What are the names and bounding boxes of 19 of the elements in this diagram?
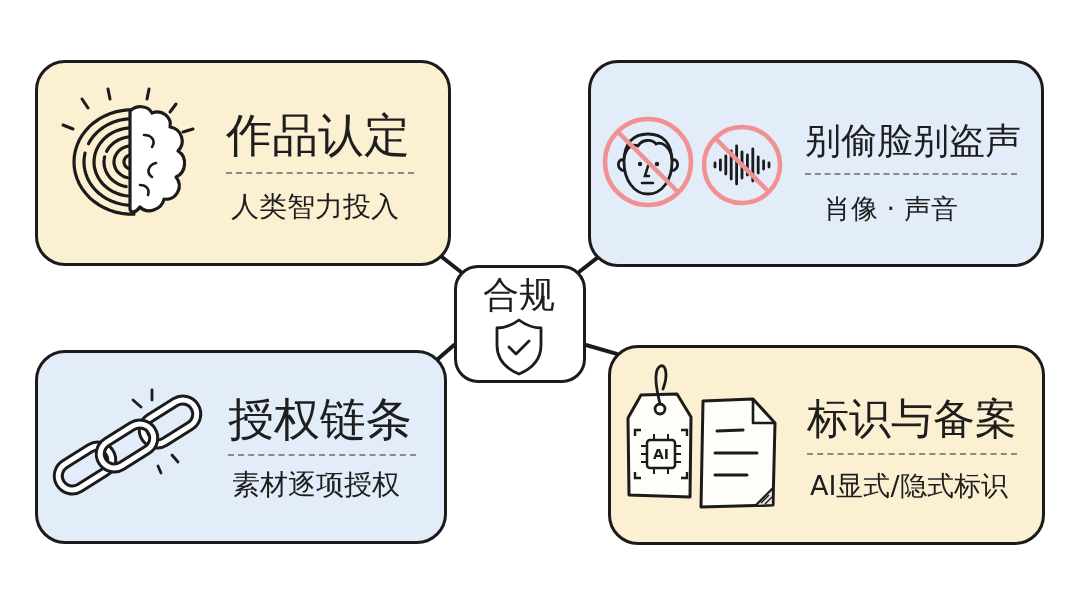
card-subtitle: 素材逐项授权 bbox=[232, 471, 400, 499]
card-subtitle: 人类智力投入 bbox=[231, 193, 399, 221]
hub-card bbox=[454, 265, 586, 383]
connector-line bbox=[584, 343, 619, 356]
card-title: 标识与备案 bbox=[807, 398, 1017, 440]
card-title: 别偷脸别盗声 bbox=[805, 123, 1021, 159]
connector-line bbox=[577, 256, 599, 274]
topic-card bbox=[35, 60, 451, 266]
topic-card bbox=[35, 350, 447, 544]
hub-title: 合规 bbox=[483, 277, 555, 313]
chip-label: AI bbox=[653, 447, 669, 461]
card-subtitle: AI显式/隐式标识 bbox=[810, 472, 1008, 499]
connector-line bbox=[436, 343, 456, 361]
connector-line bbox=[440, 255, 463, 274]
card-title: 作品认定 bbox=[226, 112, 410, 158]
card-title: 授权链条 bbox=[228, 396, 412, 442]
topic-card bbox=[608, 345, 1045, 545]
topic-card bbox=[588, 60, 1044, 267]
card-subtitle: 肖像 · 声音 bbox=[824, 195, 958, 222]
